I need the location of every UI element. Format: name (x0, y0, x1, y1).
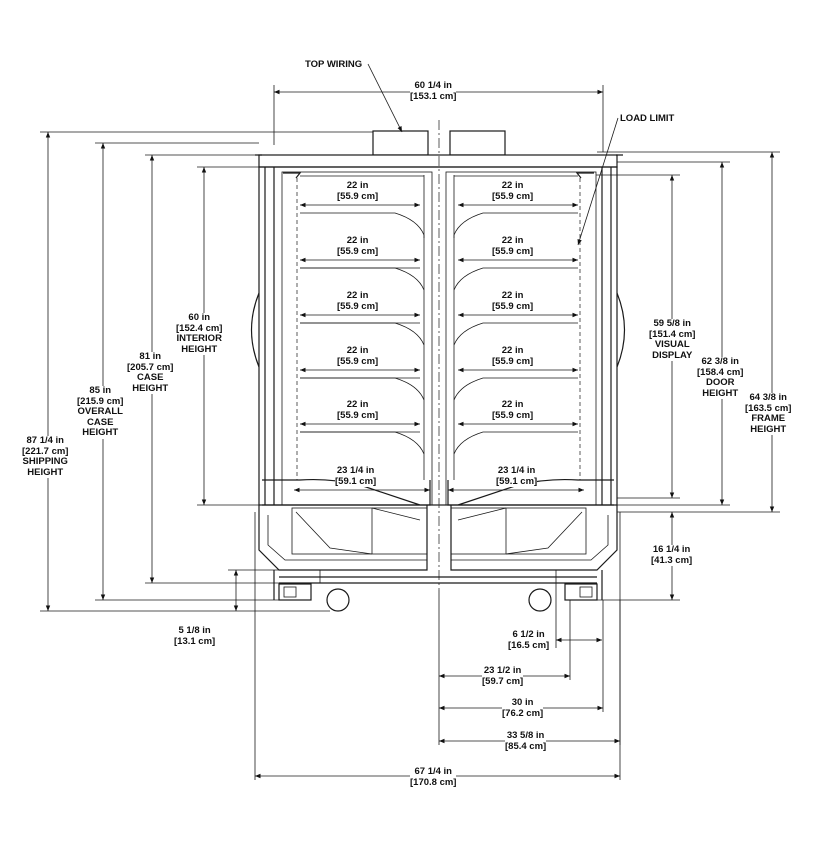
right-shelves (453, 212, 578, 455)
shelf-5-left-dim: 22 in[55.9 cm] (337, 399, 379, 421)
shelf-1-left-dim: 22 in[55.9 cm] (337, 180, 379, 202)
caster-offset-dim: 5 1/8 in [13.1 cm] (174, 625, 216, 647)
right-door (445, 171, 597, 506)
dimension-lines (40, 63, 780, 780)
left-door (281, 171, 433, 506)
door-height-dim: 62 3/8 in [158.4 cm] DOOR HEIGHT (697, 356, 744, 399)
shelf-5-right-dim: 22 in[55.9 cm] (492, 399, 534, 421)
shipping-height-dim: 87 1/4 in [221.7 cm] SHIPPING HEIGHT (22, 435, 69, 478)
shelf-4-left-dim: 22 in[55.9 cm] (337, 345, 379, 367)
interior-height-dim: 60 in [152.4 cm] INTERIOR HEIGHT (176, 312, 223, 355)
caster-left (326, 588, 350, 612)
bottom-shelf-right-dim: 23 1/4 in[59.1 cm] (496, 465, 538, 487)
shelf-2-left-dim: 22 in[55.9 cm] (337, 235, 379, 257)
overall-width-bottom-dim: 67 1/4 in [170.8 cm] (410, 766, 457, 788)
top-wiring-label: TOP WIRING (305, 59, 363, 70)
shelf-2-right-dim: 22 in[55.9 cm] (492, 235, 534, 257)
cabinet-frame (258, 166, 618, 506)
case-height-dim: 81 in [205.7 cm] CASE HEIGHT (127, 351, 174, 394)
side-offset-dim: 6 1/2 in [16.5 cm] (508, 629, 550, 651)
caster-right (528, 588, 552, 612)
base-height-dim: 16 1/4 in [41.3 cm] (651, 544, 693, 566)
bottom-shelf-left-dim: 23 1/4 in[59.1 cm] (335, 465, 377, 487)
overall-case-height-dim: 85 in [215.9 cm] OVERALL CASE HEIGHT (77, 385, 124, 439)
top-wiring-box-left (372, 130, 429, 156)
visual-display-dim: 59 5/8 in [151.4 cm] VISUAL DISPLAY (649, 318, 696, 361)
cabinet (250, 120, 626, 612)
load-limit-label: LOAD LIMIT (620, 113, 675, 124)
overall-width-top-dim: 60 1/4 in [153.1 cm] (410, 80, 457, 102)
frame-height-dim: 64 3/8 in [163.5 cm] FRAME HEIGHT (745, 392, 792, 435)
left-shelves (300, 212, 425, 455)
top-cap (258, 154, 618, 168)
shelf-3-left-dim: 22 in[55.9 cm] (337, 290, 379, 312)
base (258, 505, 618, 601)
depth-33-dim: 33 5/8 in [85.4 cm] (505, 730, 547, 752)
depth-23-dim: 23 1/2 in [59.7 cm] (482, 665, 524, 687)
top-wiring-box-right (449, 130, 506, 156)
shelf-3-right-dim: 22 in[55.9 cm] (492, 290, 534, 312)
depth-30-dim: 30 in [76.2 cm] (502, 697, 544, 719)
shelf-4-right-dim: 22 in[55.9 cm] (492, 345, 534, 367)
shelf-1-right-dim: 22 in[55.9 cm] (492, 180, 534, 202)
